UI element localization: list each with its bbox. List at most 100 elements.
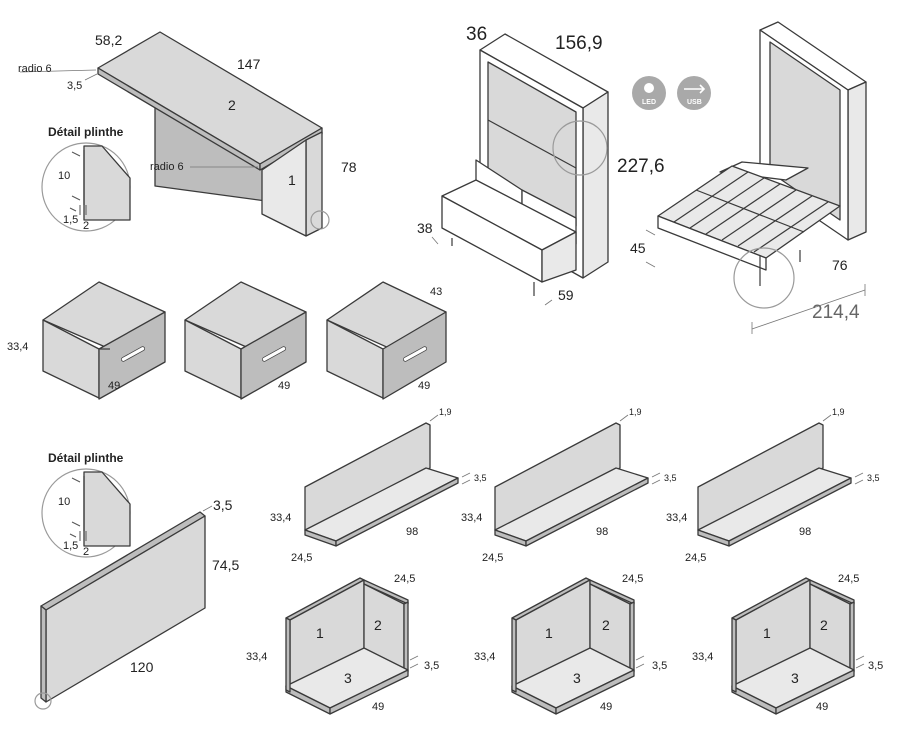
desk-width-label: 147 [237, 56, 261, 72]
panel-foot-callout [34, 692, 52, 710]
corner-3-back-edge [731, 617, 737, 693]
plinth-detail-1-thickness: 2 [83, 220, 89, 232]
shelf-3: 1,9 3,5 33,4 98 24,5 [666, 407, 880, 564]
corner-1-part-1: 1 [316, 625, 324, 641]
shelf-2-thick-label: 3,5 [664, 473, 677, 483]
panel-side-edge [40, 605, 47, 703]
corner-unit-2: 1 2 3 33,4 24,5 3,5 49 [474, 573, 667, 715]
plinth-detail-1: Détail plinthe 10 1,5 2 [41, 125, 131, 232]
shelf-2-base-edge [525, 477, 649, 547]
plinth-detail-2-gap: 1,5 [63, 540, 78, 552]
desk-part-side-label: 1 [288, 172, 296, 188]
bulb-icon [644, 83, 654, 93]
shelf-3-base-edge [728, 477, 852, 547]
shelf-1-thick-label: 3,5 [474, 473, 487, 483]
corner-2-height-label: 33,4 [474, 651, 495, 663]
drawer-3: 49 43 [326, 281, 447, 400]
plinth-detail-2-panel [83, 471, 131, 547]
corner-1-width-label: 49 [372, 701, 384, 713]
desk-depth-label: 58,2 [95, 32, 122, 48]
corner-1-height-label: 33,4 [246, 651, 267, 663]
corner-3-thick-label: 3,5 [868, 660, 883, 672]
panel-height-label: 74,5 [212, 557, 239, 573]
bed-closed-seat-height-label: 38 [417, 220, 433, 236]
drawer-2-width-label: 49 [278, 380, 290, 392]
shelf-1-depth-label: 24,5 [291, 552, 312, 564]
bed-slats [673, 171, 829, 253]
plinth-detail-1-gap: 1,5 [63, 214, 78, 226]
shelf-1-base-edge [335, 477, 459, 547]
corner-2-base-edge [555, 669, 635, 715]
shelf-2-height-label: 33,4 [461, 512, 482, 524]
desk-top-thickness-label: 3,5 [67, 80, 82, 92]
shelf-2: 1,9 3,5 33,4 98 24,5 [461, 407, 677, 564]
panel-width-label: 120 [130, 659, 154, 675]
bed-open-cabinet-side [847, 81, 867, 241]
bed-open-depth-label: 76 [832, 257, 848, 273]
drawer-3-handle [402, 346, 428, 362]
corner-3-part-3: 3 [791, 670, 799, 686]
shelf-3-width-label: 98 [799, 526, 811, 538]
shelf-3-thick-label: 3,5 [867, 473, 880, 483]
corner-2-thick-label: 3,5 [652, 660, 667, 672]
corner-2-part-1: 1 [545, 625, 553, 641]
shelf-3-height-label: 33,4 [666, 512, 687, 524]
feature-badges: LED USB [632, 76, 711, 110]
corner-3-side-edge [849, 601, 855, 675]
corner-2-side-edge [629, 601, 635, 675]
desk-foot-callout [310, 210, 330, 230]
plinth-detail-2-title: Détail plinthe [48, 451, 124, 465]
shelf-3-depth-label: 24,5 [685, 552, 706, 564]
drawer-3-width-label: 49 [418, 380, 430, 392]
corner-1-part-2: 2 [374, 617, 382, 633]
plinth-detail-1-panel [83, 145, 131, 221]
shelf-2-top-label: 1,9 [629, 407, 642, 417]
bed-open-drawing: 45 76 214,4 [630, 21, 867, 334]
corner-1-back-edge [285, 617, 291, 693]
bed-closed-callout [552, 120, 608, 176]
corner-3-width-label: 49 [816, 701, 828, 713]
panel-thickness-label: 3,5 [213, 497, 233, 513]
bed-closed-drawing: 36 156,9 227,6 38 59 [417, 24, 665, 306]
desk-side-leg [261, 139, 307, 237]
bed-open-length-label: 214,4 [812, 302, 860, 323]
shelf-2-depth-label: 24,5 [482, 552, 503, 564]
corner-3-part-1: 1 [763, 625, 771, 641]
corner-1-part-3: 3 [344, 670, 352, 686]
corner-unit-1: 1 2 3 33,4 24,5 3,5 49 [246, 573, 439, 715]
bed-closed-depth-label: 36 [466, 24, 487, 45]
corner-1-base-edge [329, 669, 409, 715]
bed-open-frame-front [657, 215, 767, 271]
corner-2-width-label: 49 [600, 701, 612, 713]
desk-radius-bottom-label: radio 6 [150, 161, 184, 173]
usb-badge-label: USB [687, 99, 702, 106]
shelf-2-width-label: 98 [596, 526, 608, 538]
corner-3-part-2: 2 [820, 617, 828, 633]
corner-1-side-edge [403, 601, 409, 675]
corner-2-back-edge [511, 617, 517, 693]
desk-part-top-label: 2 [228, 97, 236, 113]
corner-2-part-2: 2 [602, 617, 610, 633]
drawer-1-handle [120, 346, 146, 362]
corner-2-part-3: 3 [573, 670, 581, 686]
desk-drawing: 58,2 147 78 3,5 radio 6 radio 6 2 1 [18, 31, 357, 237]
drawer-1-height-label: 33,4 [7, 341, 28, 353]
corner-2-depth-label: 24,5 [622, 573, 643, 585]
drawer-3-depth-label: 43 [430, 286, 442, 298]
bed-open-callout [733, 247, 795, 309]
plinth-detail-2: Détail plinthe 10 1,5 2 [41, 451, 131, 558]
drawer-1: 33,4 49 [7, 281, 166, 400]
sofa-arm [541, 231, 577, 283]
shelf-3-top-label: 1,9 [832, 407, 845, 417]
plinth-detail-2-thickness: 2 [83, 546, 89, 558]
bed-closed-sofa-depth-label: 59 [558, 287, 574, 303]
desk-radius-top-label: radio 6 [18, 63, 52, 75]
corner-1-thick-label: 3,5 [424, 660, 439, 672]
drawer-2: 49 [184, 281, 307, 400]
shelf-1-height-label: 33,4 [270, 512, 291, 524]
shelf-1: 1,9 3,5 33,4 98 24,5 [270, 407, 487, 564]
bed-closed-width-label: 156,9 [555, 33, 603, 54]
corner-3-base-edge [775, 669, 855, 715]
bed-cabinet-side [582, 91, 609, 279]
